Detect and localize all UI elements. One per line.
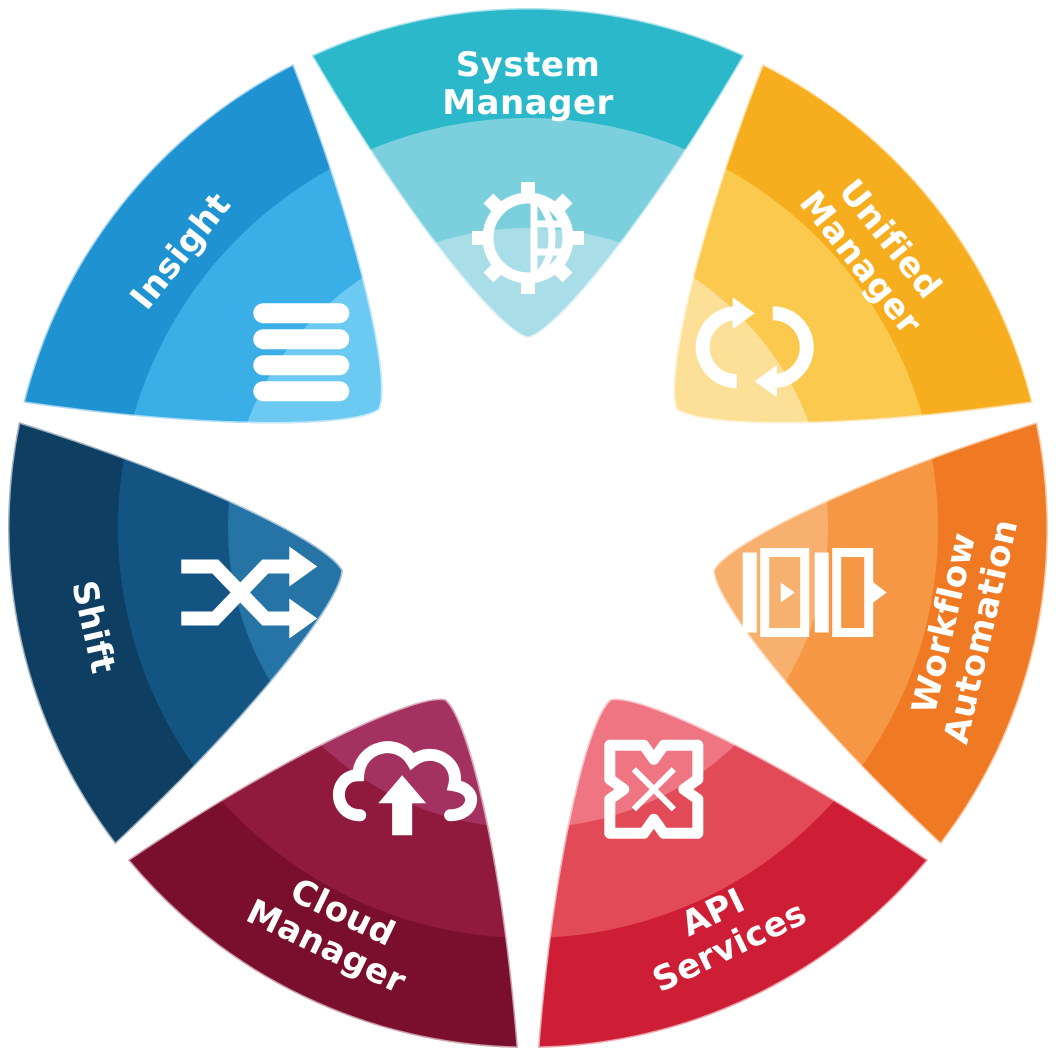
sync-arrows-icon	[695, 297, 814, 398]
system-manager-label-line-2: Manager	[442, 83, 614, 123]
workflow-pipeline-icon	[742, 548, 887, 638]
database-icon	[253, 303, 350, 402]
shuffle-icon	[181, 546, 318, 639]
wheel-center	[342, 342, 714, 714]
cloud-upload-icon	[332, 741, 478, 836]
api-exchange-icon	[604, 739, 704, 839]
gear-globe-icon	[472, 182, 584, 294]
system-manager-label-line-1: System	[456, 45, 601, 85]
